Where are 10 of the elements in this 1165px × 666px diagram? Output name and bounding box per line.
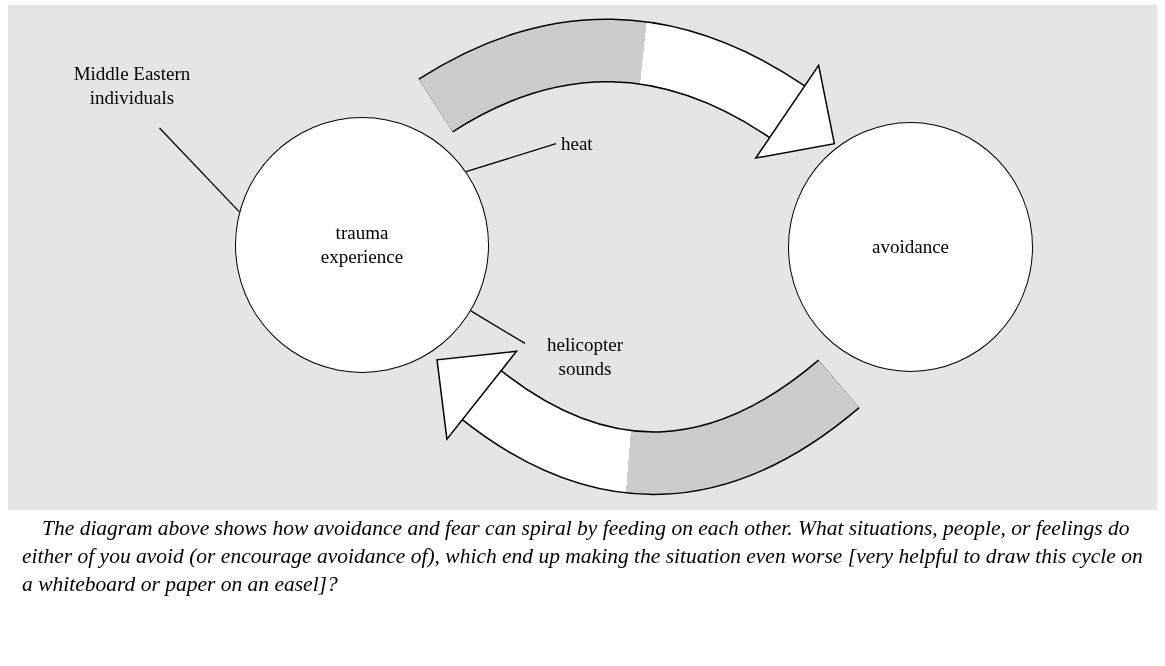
callout-label: Middle Eastern individuals: [62, 62, 202, 110]
leader-line: [158, 127, 240, 213]
caption: The diagram above shows how avoidance and fear can spiral by feeding on each other. What situations, people, or feelings do either of you avoid (or encourage avoidance of), which end up making the situation even worse [very helpful to draw this cycle on a whiteboard or paper on an easel]?: [22, 515, 1144, 598]
leader-line: [465, 143, 557, 173]
node-label: trauma experience: [319, 221, 405, 269]
callout-label: heat: [556, 132, 616, 156]
leader-line: [470, 310, 526, 345]
callout-label: helicopter sounds: [525, 333, 645, 381]
curved-block-arrow: [419, 18, 837, 160]
node-label: avoidance: [871, 235, 950, 259]
